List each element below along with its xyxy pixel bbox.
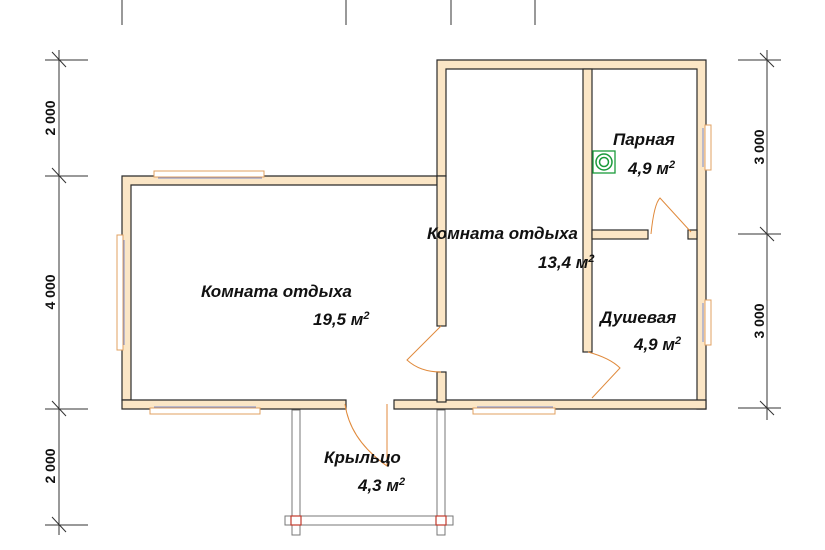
room-label-porch: Крыльцо 4,3 м2 — [324, 448, 405, 495]
room-label-rest-1: Комната отдыха 19,5 м2 — [201, 282, 370, 329]
room-name: Душевая — [598, 308, 676, 327]
walls — [121, 59, 707, 410]
dim-left-middle: 4 000 — [42, 274, 58, 309]
dim-left-bottom: 2 000 — [42, 448, 58, 483]
room-area: 4,9 м2 — [633, 335, 681, 354]
room-area: 13,4 м2 — [538, 253, 595, 272]
left-dimension-chain — [45, 50, 88, 535]
room-name: Парная — [613, 130, 675, 149]
top-dimension-ticks — [121, 0, 536, 25]
right-dimension-chain — [738, 50, 781, 420]
dim-left-top: 2 000 — [42, 100, 58, 135]
room-area: 4,3 м2 — [357, 476, 405, 495]
room-area: 4,9 м2 — [627, 159, 675, 178]
room-label-steam: Парная 4,9 м2 — [613, 130, 675, 178]
room-label-rest-2: Комната отдыха 13,4 м2 — [427, 224, 595, 272]
room-name: Комната отдыха — [427, 224, 578, 243]
room-name: Крыльцо — [324, 448, 401, 467]
room-name: Комната отдыха — [201, 282, 352, 301]
dim-right-bottom: 3 000 — [751, 303, 767, 338]
room-area: 19,5 м2 — [313, 310, 370, 329]
doors — [344, 197, 692, 467]
porch-structure — [284, 409, 454, 536]
dim-right-top: 3 000 — [751, 129, 767, 164]
windows — [116, 124, 712, 415]
room-label-shower: Душевая 4,9 м2 — [598, 308, 681, 354]
stove-circle-icon — [592, 150, 616, 174]
